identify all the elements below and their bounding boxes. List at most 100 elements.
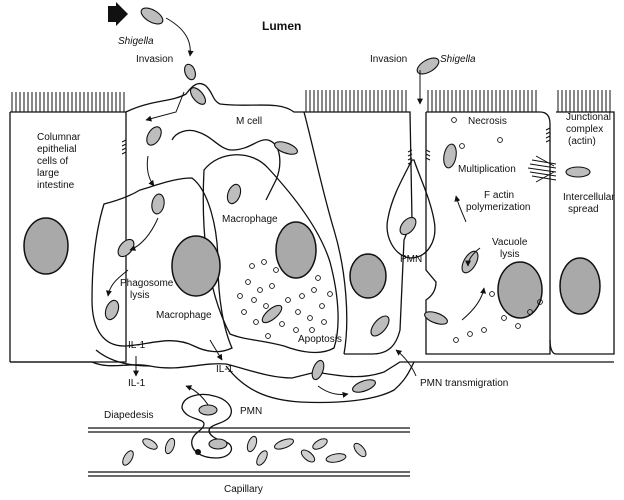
junctional-label-3: (actin) bbox=[568, 136, 596, 147]
m-cell-label: M cell bbox=[236, 116, 262, 127]
columnar-label-2: epithelial bbox=[37, 144, 76, 155]
apoptotic-body bbox=[269, 283, 275, 289]
apoptotic-body bbox=[459, 143, 465, 149]
shigella-bacterium bbox=[146, 126, 162, 146]
apoptotic-body bbox=[515, 323, 521, 329]
shigella-bacterium bbox=[189, 87, 207, 105]
il1-label-c: IL-1 bbox=[216, 364, 234, 375]
apoptosis-label: Apoptosis bbox=[298, 334, 342, 345]
capillary-label: Capillary bbox=[224, 484, 263, 495]
capillary bbox=[88, 393, 410, 477]
apoptotic-body bbox=[527, 309, 533, 315]
shigella-bacterium bbox=[274, 141, 298, 155]
shigella-bacterium bbox=[461, 250, 479, 274]
shigella-bacterium bbox=[370, 315, 390, 337]
apoptotic-body bbox=[467, 331, 473, 337]
pmn-cell bbox=[386, 159, 436, 259]
red-blood-cells bbox=[122, 435, 367, 466]
intercellular-label-2: spread bbox=[568, 204, 599, 215]
red-blood-cell bbox=[274, 438, 294, 450]
bold-arrow-right-icon bbox=[108, 2, 128, 26]
apoptotic-body bbox=[309, 327, 315, 333]
apoptotic-body bbox=[253, 319, 259, 325]
apoptotic-body bbox=[319, 303, 325, 309]
shigella-right-label: Shigella bbox=[440, 54, 476, 65]
apoptotic-body bbox=[307, 315, 313, 321]
apoptotic-body bbox=[321, 319, 327, 325]
shigella-bacterium bbox=[424, 311, 448, 325]
columnar-cell-right bbox=[549, 111, 615, 355]
m-cell-outline bbox=[125, 82, 304, 113]
apoptotic-body bbox=[263, 303, 269, 309]
apoptotic-body bbox=[453, 337, 459, 343]
apoptotic-body bbox=[315, 275, 321, 281]
multiplication-label: Multiplication bbox=[458, 164, 516, 175]
red-blood-cell bbox=[325, 453, 347, 463]
infected-epithelial-cell bbox=[425, 111, 551, 355]
shigella-top-label: Shigella bbox=[118, 36, 154, 47]
shigella-bacterium bbox=[399, 216, 417, 236]
f-actin-tail bbox=[527, 155, 557, 183]
shigella-bacterium bbox=[184, 63, 196, 81]
intercellular-label-1: Intercellular bbox=[563, 192, 615, 203]
apoptotic-body bbox=[251, 297, 257, 303]
vacuole-label-2: lysis bbox=[500, 249, 519, 260]
junctional-complex-marks bbox=[121, 127, 551, 165]
apoptotic-body bbox=[311, 287, 317, 293]
shigella-bacterium bbox=[140, 7, 164, 25]
phagosome-label-1: Phagosome bbox=[120, 278, 174, 289]
nucleus-left bbox=[23, 217, 69, 275]
central-epithelial-cell bbox=[304, 111, 413, 355]
shigella-bacterium bbox=[261, 304, 283, 324]
invasion-right-label: Invasion bbox=[370, 54, 407, 65]
apoptotic-body bbox=[237, 293, 243, 299]
nucleus-central bbox=[349, 253, 387, 299]
pmn-lower-label: PMN bbox=[240, 406, 262, 417]
red-blood-cell bbox=[142, 438, 158, 450]
shigella-bacteria bbox=[104, 7, 591, 393]
shigella-bacterium bbox=[352, 379, 376, 393]
apoptotic-body bbox=[537, 299, 543, 305]
shigella-bacterium bbox=[311, 359, 325, 381]
junctional-label-1: Junctional bbox=[566, 112, 611, 123]
junctional-label-2: complex bbox=[566, 124, 603, 135]
nucleus-macrophage-lower bbox=[171, 235, 221, 297]
columnar-label-5: intestine bbox=[37, 180, 75, 191]
macrophage-upper-label: Macrophage bbox=[222, 214, 278, 225]
red-blood-cell bbox=[353, 442, 367, 458]
lamina-propria-outline bbox=[95, 349, 415, 404]
apoptotic-body bbox=[481, 327, 487, 333]
shigella-bacterium bbox=[104, 299, 120, 321]
red-blood-cell bbox=[164, 437, 176, 455]
nucleus-infected bbox=[497, 261, 543, 319]
apoptotic-body bbox=[265, 333, 271, 339]
il1-label-b: IL-1 bbox=[128, 378, 146, 389]
apoptotic-body bbox=[261, 259, 267, 265]
apoptotic-body bbox=[299, 293, 305, 299]
phagosome-label-2: lysis bbox=[130, 290, 149, 301]
red-blood-cell bbox=[122, 450, 134, 466]
shigella-bacterium bbox=[565, 166, 591, 178]
red-blood-cell bbox=[300, 449, 316, 463]
nucleus-right bbox=[559, 257, 601, 315]
apoptotic-body bbox=[293, 327, 299, 333]
apoptotic-body bbox=[501, 315, 507, 321]
apoptotic-body bbox=[245, 279, 251, 285]
macrophage-upper-outline bbox=[202, 154, 339, 354]
apoptotic-body bbox=[273, 267, 279, 273]
apoptotic-body bbox=[295, 309, 301, 315]
apoptotic-body bbox=[279, 321, 285, 327]
lumen-label: Lumen bbox=[262, 19, 301, 33]
apoptotic-body bbox=[489, 291, 495, 297]
columnar-label-3: cells of bbox=[37, 156, 68, 167]
macrophage-lower-outline bbox=[91, 177, 233, 353]
red-blood-cell bbox=[246, 435, 258, 453]
shigella-bacterium bbox=[151, 193, 165, 215]
microvilli bbox=[11, 90, 611, 112]
shigella-bacterium bbox=[226, 183, 242, 205]
shigella-bacterium bbox=[117, 238, 135, 258]
red-blood-cell bbox=[256, 450, 268, 466]
apoptotic-body bbox=[285, 297, 291, 303]
columnar-label-4: large bbox=[37, 168, 60, 179]
